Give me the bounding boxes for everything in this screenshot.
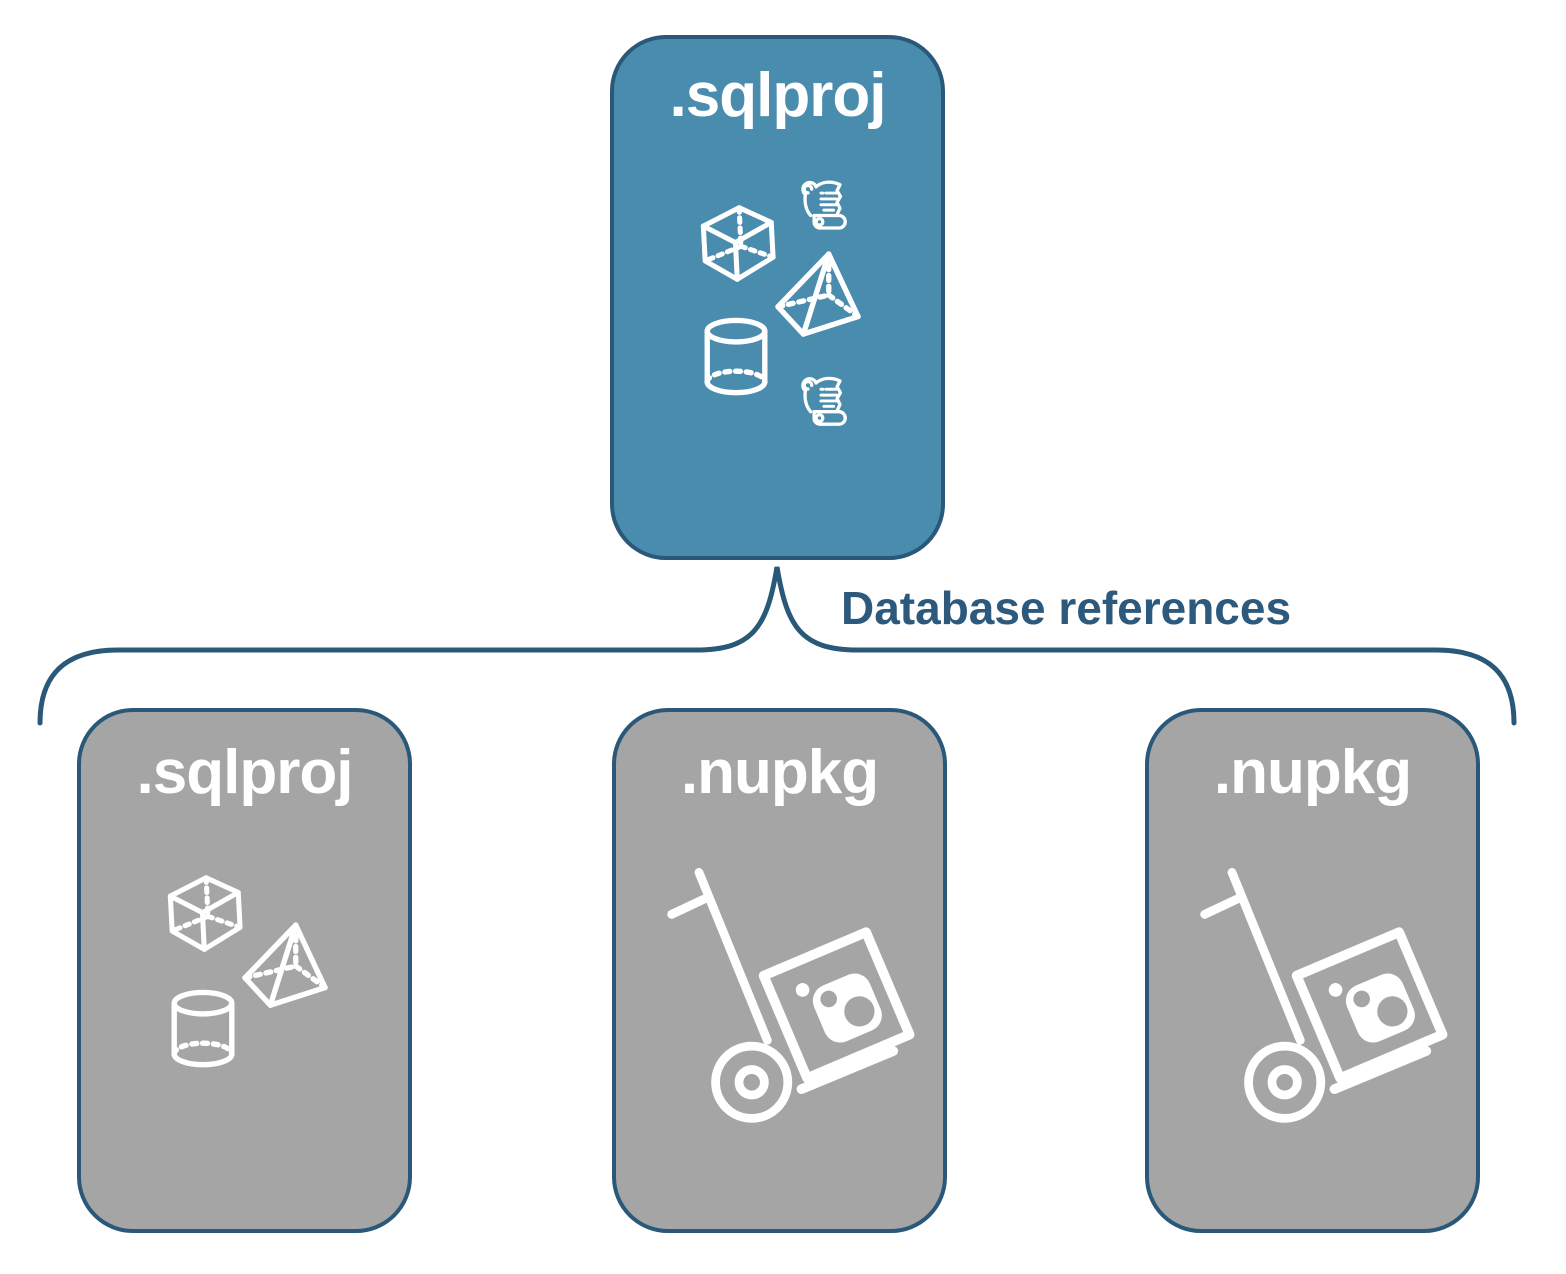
pyramid-icon	[778, 254, 858, 334]
child-box-label: .sqlproj	[136, 738, 354, 807]
pyramid-icon	[245, 925, 325, 1005]
nuget-package-contents	[616, 712, 943, 1229]
nuget-package-contents	[1149, 712, 1476, 1229]
hand-truck-package-icon	[1205, 872, 1443, 1118]
brace-curve	[37, 566, 1517, 726]
sql-project-contents	[614, 180, 941, 426]
sql-project-contents	[81, 712, 408, 1229]
cylinder-icon	[174, 992, 232, 1064]
root-box-label: .sqlproj	[669, 61, 887, 130]
cylinder-icon	[707, 320, 765, 392]
cube-icon	[703, 208, 773, 280]
child-box-nupkg: .nupkg	[1145, 708, 1480, 1233]
root-box-sqlproj: .sqlproj	[610, 35, 945, 560]
child-box-nupkg: .nupkg	[612, 708, 947, 1233]
scroll-icon	[801, 376, 847, 426]
scroll-icon	[801, 180, 847, 230]
connector-label: Database references	[841, 582, 1292, 634]
child-box-sqlproj: .sqlproj	[77, 708, 412, 1233]
child-box-label: .nupkg	[680, 738, 879, 807]
hand-truck-package-icon	[672, 872, 910, 1118]
child-box-label: .nupkg	[1213, 738, 1412, 807]
cube-icon	[170, 878, 240, 950]
